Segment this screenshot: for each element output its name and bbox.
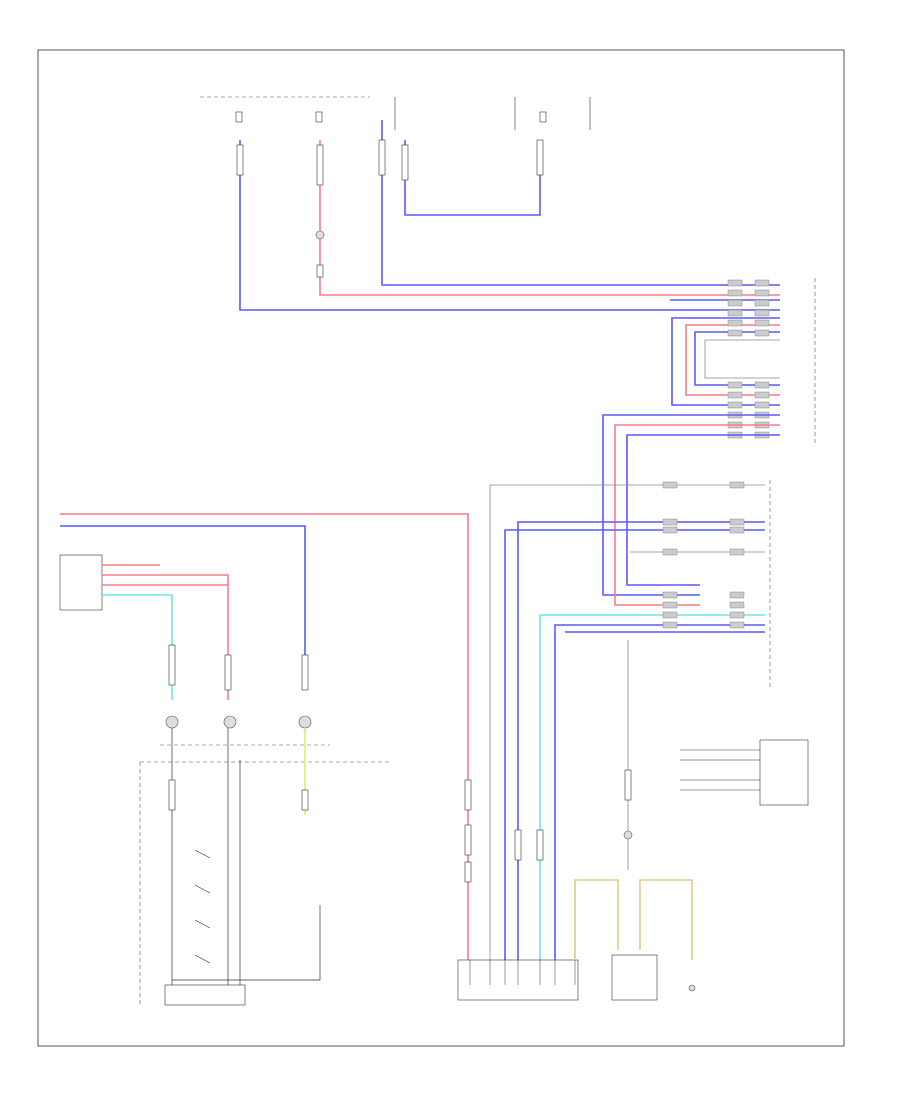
lower-left-boundaries	[139, 744, 390, 1005]
blue-wire-main	[236, 120, 780, 311]
ground-wire-center	[623, 640, 633, 870]
tan-wires-bottom	[574, 879, 696, 1001]
bottom-display-connector	[457, 829, 579, 1001]
top-fuse-section	[200, 96, 591, 130]
module-right-middle	[489, 480, 771, 960]
red-wire-long	[60, 513, 472, 960]
red-wire-main	[315, 140, 780, 296]
center-vertical-wires	[602, 414, 780, 606]
right-connector-upper	[670, 278, 816, 445]
module-right-lower	[680, 739, 809, 806]
left-switch-block	[59, 554, 312, 729]
diagram-frame	[37, 49, 845, 1047]
steering-pad-switch	[164, 728, 321, 1006]
